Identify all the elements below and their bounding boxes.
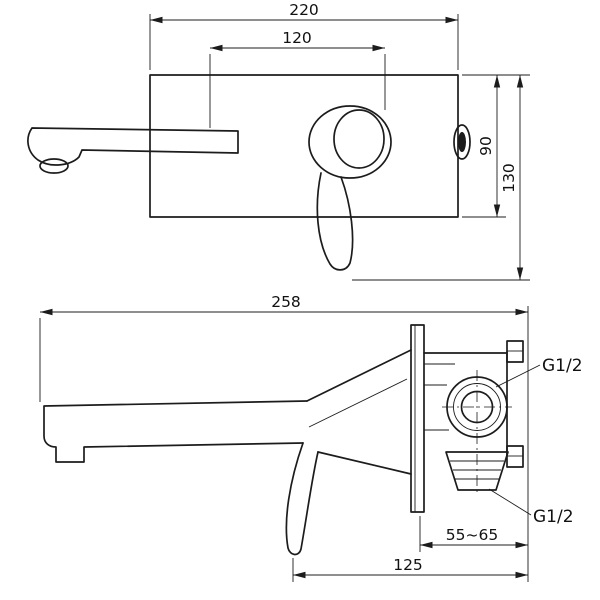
- wall-connector-inner: [458, 132, 466, 152]
- thread-label-top: G1/2: [542, 356, 583, 376]
- handle-cap-outer: [308, 105, 392, 179]
- dim-label-wall-depth: 55~65: [446, 526, 498, 544]
- dim-label-total-width: 220: [289, 1, 319, 19]
- wall-connector-outer: [453, 124, 471, 160]
- leader-thread-top: [495, 364, 541, 388]
- escutcheon-plate: [410, 324, 425, 513]
- dim-label-overall-length: 258: [271, 293, 301, 311]
- dim-label-overall-height: 130: [500, 163, 518, 193]
- thread-nipple-top: [506, 340, 524, 363]
- extension-lines-front: [149, 14, 530, 281]
- handle-lever-front: [316, 172, 354, 271]
- wall-plate: [149, 74, 459, 218]
- dim-label-inner-width: 120: [282, 29, 312, 47]
- body-side-inner-edge: [308, 378, 408, 428]
- aerator-front: [39, 158, 69, 174]
- leader-thread-bottom: [488, 488, 532, 516]
- handle-cap-inner: [333, 109, 385, 169]
- outlet-funnel: [445, 451, 509, 491]
- dim-label-base-length: 125: [393, 556, 423, 574]
- handle-lever-side: [285, 442, 319, 556]
- valve-centerlines: [442, 370, 512, 496]
- spout-outline-side: [43, 400, 308, 463]
- spout-outline-front: [27, 127, 239, 166]
- valve-frame-inner-lines: [424, 363, 455, 431]
- dim-label-plate-height: 90: [477, 136, 495, 156]
- side-view: 258 55~65 125 G1/2 G1/2: [39, 293, 583, 582]
- thread-label-bottom: G1/2: [533, 507, 574, 527]
- thread-nipple-bottom: [506, 445, 524, 468]
- extension-lines-side: [39, 306, 529, 582]
- valve-frame: [423, 351, 508, 457]
- body-side-edges: [306, 349, 412, 475]
- front-view: 220 120 90 130: [27, 1, 530, 281]
